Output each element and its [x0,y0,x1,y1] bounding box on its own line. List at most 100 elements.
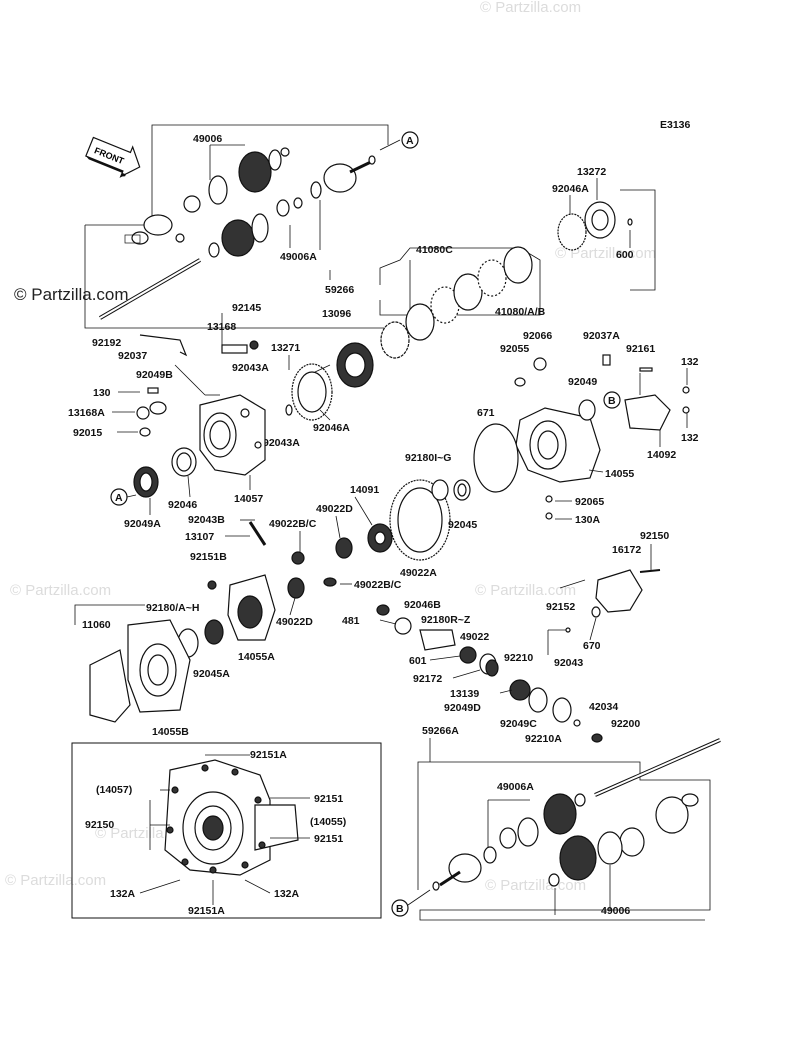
label-92151A-bot: 92151A [188,905,225,917]
label-49006: 49006 [193,133,222,145]
differential-group [248,479,471,599]
diagram-code: E3136 [660,119,691,131]
label-49006A-bot: 49006A [497,781,534,793]
seals-left [133,447,197,498]
label-92151A-top: 92151A [250,749,287,761]
label-42034: 42034 [589,701,618,713]
label-92043B: 92043B [188,514,225,526]
label-92151-2: 92151 [314,833,343,845]
label-92049C: 92049C [500,718,537,730]
label-132A-2: 132A [274,888,300,900]
label-11060: 11060 [82,619,111,631]
watermark: © Partzilla.com [475,582,576,599]
label-49022BC-2: 49022B/C [354,579,402,591]
callout-b-2 [391,899,409,917]
front-arrow-icon: FRONT [85,136,141,178]
label-92046: 92046 [168,499,197,511]
label-92037: 92037 [118,350,147,362]
right-housing-14055 [473,354,690,520]
housing-14055A [177,574,276,658]
label-92192: 92192 [92,337,121,349]
label-130: 130 [93,387,111,399]
label-132-1: 132 [681,356,699,368]
label-92015: 92015 [73,427,102,439]
label-92046B: 92046B [404,599,441,611]
label-59266A: 59266A [422,725,459,737]
label-92210: 92210 [504,652,533,664]
label-92180IG: 92180I~G [405,452,451,464]
clutch-plates-group [557,189,656,291]
label-92046A-mid: 92046A [313,422,350,434]
label-92043: 92043 [554,657,583,669]
label-92210A: 92210A [525,733,562,745]
callout-b [603,391,621,409]
label-92055: 92055 [500,343,529,355]
label-600: 600 [616,249,634,261]
label-130A: 130A [575,514,601,526]
label-13168A: 13168A [68,407,105,419]
label-14091: 14091 [350,484,379,496]
label-92152: 92152 [546,601,575,613]
rear-shaft-assembly [417,738,721,921]
label-92049A: 92049A [124,518,161,530]
label-601: 601 [409,655,427,667]
left-cluster-parts [136,334,374,437]
label-92049D: 92049D [444,702,481,714]
label-49022BC-1: 49022B/C [269,518,317,530]
label-14055A: 14055A [238,651,275,663]
label-92045: 92045 [448,519,477,531]
label-14055-inset: (14055) [310,816,346,828]
label-92066: 92066 [523,330,552,342]
label-92150-top: 92150 [640,530,669,542]
housing-14057 [199,394,266,476]
label-13272: 13272 [577,166,606,178]
label-671: 671 [477,407,495,419]
watermark: © Partzilla.com [480,0,581,16]
label-13096: 13096 [322,308,351,320]
label-13271: 13271 [271,342,300,354]
label-92151B: 92151B [190,551,227,563]
label-132A-1: 132A [110,888,136,900]
label-92045A: 92045A [193,668,230,680]
label-49022D-1: 49022D [316,503,353,515]
callout-b-2-label: B [396,903,404,915]
label-92043A-2: 92043A [263,437,300,449]
label-670: 670 [583,640,601,652]
label-92043A-1: 92043A [232,362,269,374]
watermark-main: © Partzilla.com [14,285,129,304]
label-92049B: 92049B [136,369,173,381]
label-14055B: 14055B [152,726,189,738]
housing-14055B [89,619,191,723]
label-92151-1: 92151 [314,793,343,805]
callout-b-label: B [608,395,616,407]
label-92049: 92049 [568,376,597,388]
front-shaft-assembly: A [84,124,419,329]
label-132-2: 132 [681,432,699,444]
label-14092: 14092 [647,449,676,461]
boot-upper [238,149,282,193]
callout-a-2-label: A [115,492,123,504]
label-92065: 92065 [575,496,604,508]
watermark: © Partzilla.com [555,245,656,262]
watermark: © Partzilla.com [485,877,586,894]
label-41080C: 41080C [416,244,453,256]
label-13139: 13139 [450,688,479,700]
label-49022D-2: 49022D [276,616,313,628]
label-14055: 14055 [605,468,634,480]
label-92145: 92145 [232,302,261,314]
label-49022: 49022 [460,631,489,643]
label-92200: 92200 [611,718,640,730]
callout-a [401,131,419,149]
label-92150-inset: 92150 [85,819,114,831]
label-41080AB: 41080/A/B [495,306,546,318]
label-13107: 13107 [185,531,214,543]
label-59266: 59266 [325,284,354,296]
label-49022A: 49022A [400,567,437,579]
callout-a-label: A [406,135,414,147]
label-92180AH: 92180/A~H [146,602,199,614]
label-49006A: 49006A [280,251,317,263]
label-92161: 92161 [626,343,655,355]
assembly-inset [71,742,382,919]
label-92037A: 92037A [583,330,620,342]
